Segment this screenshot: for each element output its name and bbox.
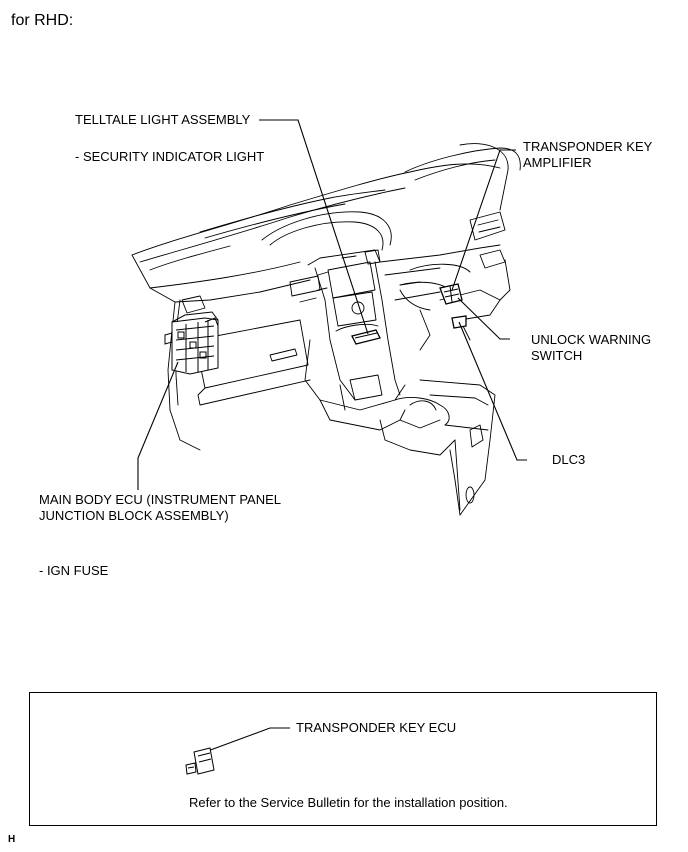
label-transponder-key-amplifier-line1: TRANSPONDER KEY bbox=[523, 139, 653, 154]
corner-mark: H bbox=[8, 834, 16, 845]
transponder-ecu-box bbox=[29, 692, 657, 826]
label-dlc3: DLC3 bbox=[552, 452, 586, 467]
label-main-body-ecu-line1: MAIN BODY ECU (INSTRUMENT PANEL bbox=[39, 492, 281, 507]
page-heading: for RHD: bbox=[11, 12, 74, 29]
service-bulletin-note: Refer to the Service Bulletin for the in… bbox=[189, 795, 508, 810]
label-security-indicator-light: - SECURITY INDICATOR LIGHT bbox=[75, 149, 265, 164]
label-ign-fuse: - IGN FUSE bbox=[39, 563, 109, 578]
label-unlock-warning-switch-line2: SWITCH bbox=[531, 348, 583, 363]
label-transponder-key-ecu: TRANSPONDER KEY ECU bbox=[296, 720, 457, 735]
label-transponder-key-amplifier-line2: AMPLIFIER bbox=[523, 155, 592, 170]
label-telltale-light-assembly: TELLTALE LIGHT ASSEMBLY bbox=[75, 112, 251, 127]
label-main-body-ecu-line2: JUNCTION BLOCK ASSEMBLY) bbox=[39, 508, 229, 523]
label-unlock-warning-switch-line1: UNLOCK WARNING bbox=[531, 332, 652, 347]
